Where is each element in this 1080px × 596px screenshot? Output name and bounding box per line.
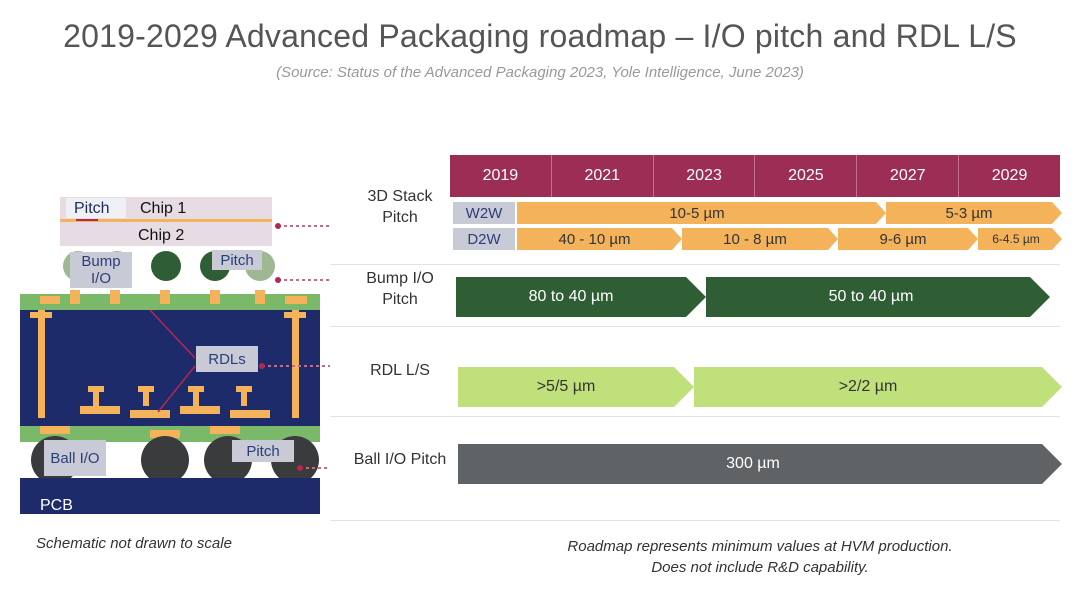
year-2025: 2025: [754, 155, 856, 197]
via: [284, 312, 306, 318]
rdl-trace: [230, 410, 270, 418]
connector-dot: [259, 363, 265, 369]
d2w-value-3: 9-6 µm: [879, 230, 927, 248]
substrate-core: [20, 310, 320, 426]
solder-ball: [141, 436, 189, 484]
copper-pad: [150, 430, 180, 438]
row-separator: [330, 416, 1060, 417]
pitch-top-label: Pitch: [74, 200, 110, 217]
roadmap-note-2: Does not include R&D capability.: [651, 559, 869, 576]
d2w-arrow-1: [517, 228, 682, 250]
row-separator: [330, 326, 1060, 327]
year-header-bar: 2019 2021 2023 2025 2027 2029: [450, 155, 1060, 197]
bump-value-1: 80 to 40 µm: [528, 288, 614, 305]
pitch-top-tag: [66, 198, 126, 218]
d2w-tag: D2W: [453, 228, 515, 250]
rdl-pointer: [149, 309, 196, 359]
copper-pad: [285, 296, 307, 304]
pcb-label: PCB: [40, 497, 73, 514]
copper-pad: [210, 426, 240, 434]
chip2-label: Chip 2: [138, 227, 185, 244]
copper-pad: [40, 296, 60, 304]
page-subtitle: (Source: Status of the Advanced Packagin…: [276, 64, 804, 81]
package-schematic: [20, 197, 330, 514]
rdl-arrow-1: [458, 367, 694, 407]
connector-dot: [275, 277, 281, 283]
w2w-tag: W2W: [453, 202, 515, 224]
rdl-arrow-2: [694, 367, 1062, 407]
rdl-pointer: [157, 365, 196, 413]
row-label-ball-io-pitch: Ball I/O Pitch: [353, 451, 447, 468]
rdl-value-2: >2/2 µm: [838, 378, 898, 395]
ball-tag: Ball I/O: [44, 440, 106, 476]
bump-ball: [151, 251, 181, 281]
copper-pad: [160, 290, 170, 304]
schematic-note: Schematic not drawn to scale: [36, 535, 232, 552]
d2w-value-2: 10 - 8 µm: [723, 230, 787, 248]
d2w-arrow-4: [978, 228, 1062, 250]
bump-arrow-2: [706, 277, 1050, 317]
rdls-tag: RDLs: [196, 346, 258, 372]
roadmap-note-1: Roadmap represents minimum values at HVM…: [567, 538, 953, 555]
rdl-trace: [80, 406, 120, 414]
copper-pad: [255, 290, 265, 304]
year-2019: 2019: [482, 167, 519, 184]
ball-value: 300 µm: [726, 455, 780, 472]
via: [38, 310, 45, 418]
via: [292, 310, 299, 418]
page-title: 2019-2029 Advanced Packaging roadmap – I…: [63, 18, 1017, 54]
year-2021: 2021: [550, 155, 653, 197]
rdl-value-1: >5/5 µm: [536, 378, 596, 395]
d2w-value-1: 40 - 10 µm: [558, 230, 631, 248]
chip2-block: [60, 222, 272, 246]
chip1-label: Chip 1: [140, 200, 187, 217]
rdl-pad: [138, 386, 154, 392]
pitch-ball-tag: Pitch: [232, 440, 294, 462]
copper-pad: [210, 290, 220, 304]
row-label-bump-io-pitch: Bump I/O Pitch: [366, 270, 434, 308]
rdl-pad: [241, 392, 247, 406]
rdl-trace: [180, 406, 220, 414]
rdl-pad: [236, 386, 252, 392]
row-separator: [330, 520, 1060, 521]
pcb-board: [20, 478, 320, 514]
connector-dot: [275, 223, 281, 229]
copper-pad: [40, 426, 70, 434]
rdl-pad: [193, 392, 199, 406]
w2w-arrow-2: [886, 202, 1062, 224]
row-separator: [330, 264, 1060, 265]
rdl-pad: [188, 386, 204, 392]
pitch-bump-tag: Pitch: [212, 250, 262, 270]
w2w-arrow-1: [517, 202, 886, 224]
rdl-pad: [93, 392, 99, 406]
connector-dot: [297, 465, 303, 471]
d2w-arrow-2: [682, 228, 838, 250]
rdl-trace: [130, 410, 170, 418]
ball-arrow: [458, 444, 1062, 484]
via: [30, 312, 52, 318]
copper-pad: [70, 290, 80, 304]
year-2027: 2027: [856, 155, 958, 197]
d2w-arrow-3: [838, 228, 978, 250]
d2w-value-4: 6-4.5 µm: [992, 232, 1040, 246]
row-label-3d-stack-pitch: 3D Stack Pitch: [367, 188, 433, 226]
w2w-value-2: 5-3 µm: [945, 204, 993, 222]
chip-bond-line: [60, 219, 272, 222]
row-label-rdl-ls: RDL L/S: [370, 362, 430, 379]
rdl-pad: [88, 386, 104, 392]
year-2023: 2023: [652, 155, 755, 197]
rdl-pad: [143, 392, 149, 406]
bump-arrow-1: [456, 277, 706, 317]
bump-tag: Bump I/O: [70, 252, 132, 288]
w2w-value-1: 10-5 µm: [669, 204, 725, 222]
copper-pad: [110, 290, 120, 304]
bump-value-2: 50 to 40 µm: [828, 288, 914, 305]
year-2029: 2029: [958, 155, 1060, 197]
